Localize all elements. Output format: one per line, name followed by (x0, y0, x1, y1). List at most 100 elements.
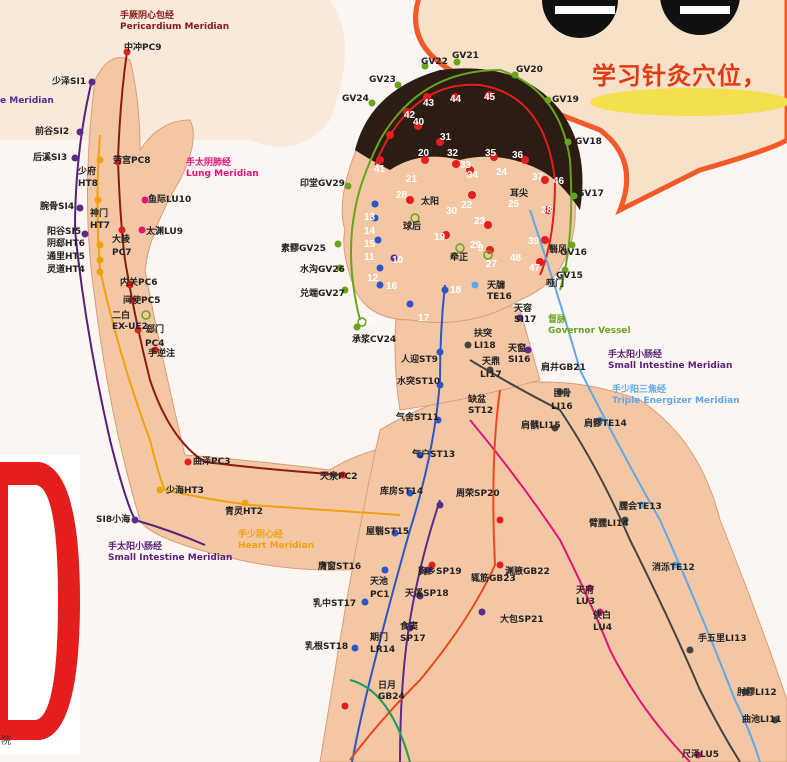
acupoint-label: 肘髎LI12 (737, 689, 777, 698)
acupoint-label: HT7 (90, 222, 110, 231)
svg-text:10: 10 (392, 255, 404, 266)
acupoint-label: 青灵HT2 (225, 508, 263, 517)
acupoint-label: 哑门 (546, 280, 564, 289)
side-char: 院 (1, 732, 11, 747)
acupoint-label: LI18 (474, 342, 496, 351)
acupoint-label: TE16 (487, 293, 512, 302)
acupoint-label: GV19 (552, 96, 579, 105)
legend-en: Small Intestine Meridian (608, 361, 732, 372)
svg-text:36: 36 (512, 150, 524, 161)
acupoint-label: 日月 (378, 682, 396, 691)
acupoint-label: 二白 (112, 312, 130, 321)
acupoint-label: 肩井GB21 (541, 364, 586, 373)
acupoint-label: GV23 (369, 76, 396, 85)
acupoint-label: 周荣SP20 (456, 490, 500, 499)
legend-cn: 手少阳三焦经 (612, 385, 740, 396)
acupoint-label: 扶突 (474, 330, 492, 339)
acupoint-label: 阳谷SI5 (47, 228, 81, 237)
svg-text:22: 22 (461, 200, 473, 211)
acupoint-label: 手逆注 (148, 350, 175, 359)
svg-text:44: 44 (450, 94, 462, 105)
acupoint-label: 少海HT3 (166, 487, 204, 496)
acupoint-label: 通里HT5 (47, 253, 85, 262)
svg-text:47: 47 (529, 263, 541, 274)
svg-text:25: 25 (508, 199, 520, 210)
acupoint-label: 侠白 (593, 612, 611, 621)
acupoint-label: LU4 (593, 624, 612, 633)
svg-text:37: 37 (532, 172, 544, 183)
acupoint-label: 曲池LI11 (742, 716, 782, 725)
legend-en: e Meridian (0, 96, 54, 107)
acupoint-label: 郄门 (146, 326, 164, 335)
acupoint-label: GV18 (575, 138, 602, 147)
acupoint-label: 食窦 (400, 623, 418, 632)
acupoint-label: LI17 (480, 371, 502, 380)
legend-en: Governor Vessel (548, 326, 631, 337)
acupoint-label: 缺盆 (468, 396, 486, 405)
acupoint-label: 辄筋GB23 (471, 575, 516, 584)
legend-lung: 手太阴肺经 Lung Meridian (186, 158, 259, 180)
acupoint-label: PC4 (145, 340, 164, 349)
svg-text:41: 41 (374, 164, 386, 175)
acupoint-label: 乳根ST18 (305, 643, 348, 652)
legend-triple-energizer: 手少阳三焦经 Triple Energizer Meridian (612, 385, 740, 407)
acupoint-label: 阴郄HT6 (47, 240, 85, 249)
svg-text:32: 32 (447, 148, 459, 159)
legend-en: Lung Meridian (186, 169, 259, 180)
svg-text:31: 31 (440, 132, 452, 143)
acupoint-label: SI17 (514, 316, 536, 325)
acupoint-label: 天牖 (487, 282, 505, 291)
acupoint-label: EX-UE2 (112, 323, 148, 332)
acupoint-label: 臂臑LI14 (589, 520, 629, 529)
acupoint-label: SP17 (400, 635, 426, 644)
acupoint-label: GV21 (452, 52, 479, 61)
acupoint-label: 手五里LI13 (698, 635, 747, 644)
acupoint-label: 间使PC5 (123, 297, 160, 306)
acupoint-label: 承浆CV24 (352, 336, 396, 345)
svg-text:20: 20 (418, 148, 430, 159)
acupoint-label: 前谷SI2 (35, 128, 69, 137)
legend-cn: 手少阴心经 (238, 530, 314, 541)
acupoint-label: SI8小海 (96, 516, 130, 525)
acupoint-label: GV24 (342, 95, 369, 104)
acupoint-label: LI16 (551, 403, 573, 412)
acupoint-label: 尺泽LU5 (682, 751, 719, 760)
acupoint-label: 牵正 (450, 254, 468, 263)
acupoint-label: 兑端GV27 (300, 290, 345, 299)
svg-text:35: 35 (485, 148, 497, 159)
acupoint-label: PC1 (370, 591, 389, 600)
acupoint-label: 后溪SI3 (33, 154, 67, 163)
acupoint-label: GV20 (516, 66, 543, 75)
acupoint-label: 鱼际LU10 (148, 196, 191, 205)
acupoint-label: 翳风 (549, 246, 567, 255)
legend-pericardium: 手厥阴心包经 Pericardium Meridian (120, 11, 229, 33)
acupoint-label: 神门 (90, 210, 108, 219)
legend-small-intestine: 手太阳小肠经 Small Intestine Meridian (608, 350, 732, 372)
acupoint-label: 库房ST14 (380, 488, 423, 497)
acupoint-label: LR14 (370, 646, 395, 655)
legend-cn: 督脉 (548, 315, 631, 326)
yellow-swoosh (590, 88, 787, 116)
acupoint-label: 曲泽PC3 (193, 458, 230, 467)
svg-text:11: 11 (364, 252, 375, 263)
acupoint-label: 少府 (78, 168, 96, 177)
svg-text:43: 43 (423, 98, 435, 109)
svg-text:34: 34 (467, 170, 479, 181)
legend-en: Small Intestine Meridian (108, 553, 232, 564)
svg-text:26: 26 (366, 316, 378, 327)
acupoint-label: 水沟GV26 (300, 266, 345, 275)
acupoint-label: LU3 (576, 598, 595, 607)
svg-text:45: 45 (484, 92, 496, 103)
acupoint-label: 内关PC6 (120, 279, 157, 288)
svg-text:28: 28 (396, 190, 408, 201)
acupoint-label: 期门 (370, 634, 388, 643)
svg-text:21: 21 (406, 174, 418, 185)
svg-text:12: 12 (367, 273, 379, 284)
acupoint-label: 太渊LU9 (146, 228, 183, 237)
acupoint-label: 胸乡SP19 (418, 568, 462, 577)
svg-text:17: 17 (418, 313, 430, 324)
acupoint-label: 印堂GV29 (300, 180, 345, 189)
acupoint-label: 劳宫PC8 (113, 157, 150, 166)
acupoint-label: 消泺TE12 (652, 564, 695, 573)
